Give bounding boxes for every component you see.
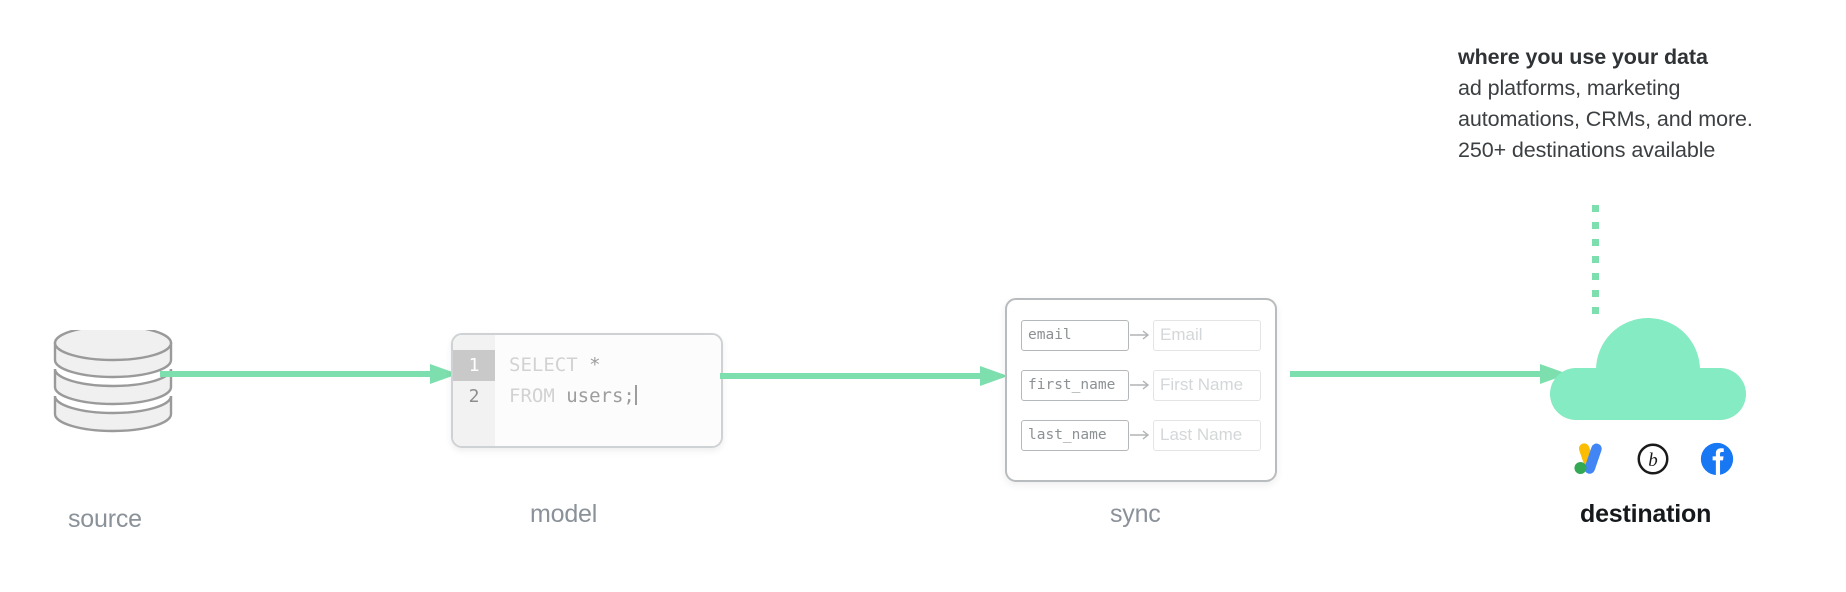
dot <box>1592 239 1599 246</box>
dot <box>1592 256 1599 263</box>
gutter-line-number: 1 <box>453 350 495 381</box>
stage-label-sync: sync <box>1110 500 1161 528</box>
destination-logos: b <box>1570 437 1734 481</box>
google-ads-logo[interactable] <box>1570 440 1608 478</box>
mapping-arrow-icon <box>1130 330 1150 340</box>
sql-keyword: SELECT <box>509 354 578 376</box>
destination-field-input[interactable]: Last Name <box>1153 419 1261 451</box>
braze-logo[interactable]: b <box>1634 440 1672 478</box>
caption-line-3: 250+ destinations available <box>1458 138 1716 162</box>
code-gutter: 1 2 <box>453 335 495 446</box>
source-field-input[interactable]: email <box>1021 319 1129 351</box>
sql-text: users; <box>554 385 635 407</box>
code-body[interactable]: SELECT * FROM users; <box>495 335 721 446</box>
dotted-connector <box>1592 205 1599 315</box>
dot <box>1592 222 1599 229</box>
dot <box>1592 205 1599 212</box>
mapping-arrow-icon <box>1130 380 1150 390</box>
svg-text:b: b <box>1648 450 1658 471</box>
facebook-logo[interactable] <box>1698 440 1736 478</box>
dot <box>1592 273 1599 280</box>
source-field-input[interactable]: last_name <box>1021 419 1129 451</box>
sql-keyword: FROM <box>509 385 555 407</box>
arrow-source-to-model <box>160 364 458 384</box>
caption-line-2: automations, CRMs, and more. <box>1458 107 1753 131</box>
gutter-line-number: 2 <box>468 386 480 407</box>
caption-line-1: ad platforms, marketing <box>1458 76 1681 100</box>
code-line: FROM users; <box>509 381 721 412</box>
dot <box>1592 290 1599 297</box>
destination-field-input[interactable]: Email <box>1153 319 1261 351</box>
mapping-row: first_name First Name <box>1021 368 1261 402</box>
mapping-row: email Email <box>1021 318 1261 352</box>
dot <box>1592 307 1599 314</box>
sync-field-mapping-panel[interactable]: email Email first_name First Name last_n… <box>1005 298 1277 482</box>
text-cursor <box>634 385 637 405</box>
arrow-model-to-sync <box>720 366 1008 386</box>
database-icon <box>53 330 173 433</box>
mapping-row: last_name Last Name <box>1021 418 1261 452</box>
model-code-editor[interactable]: 1 2 SELECT * FROM users; <box>451 333 723 448</box>
caption-title: where you use your data <box>1458 45 1708 69</box>
mapping-arrow-icon <box>1130 430 1150 440</box>
cloud-icon <box>1550 318 1746 420</box>
sql-text: * <box>577 354 601 376</box>
destination-field-input[interactable]: First Name <box>1153 369 1261 401</box>
caption-block: where you use your data ad platforms, ma… <box>1458 42 1838 166</box>
stage-label-model: model <box>530 500 598 528</box>
stage-label-source: source <box>68 505 142 533</box>
arrow-sync-to-destination <box>1290 364 1568 384</box>
code-line: SELECT * <box>509 350 721 381</box>
stage-label-destination: destination <box>1580 500 1712 528</box>
source-field-input[interactable]: first_name <box>1021 369 1129 401</box>
